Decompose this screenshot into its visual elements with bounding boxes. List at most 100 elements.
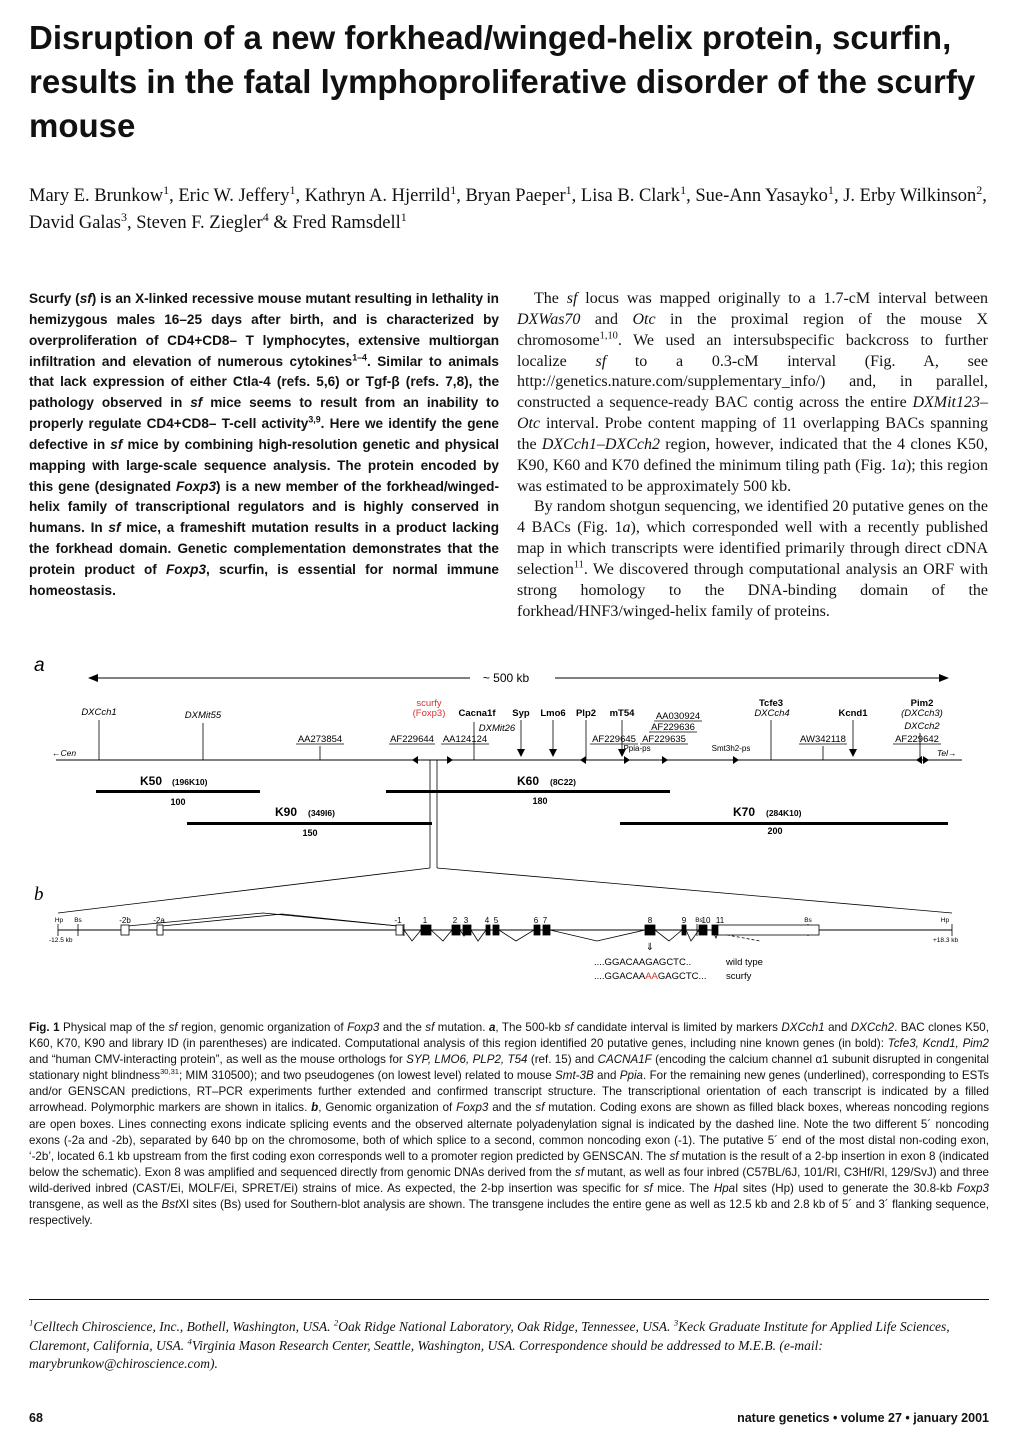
marker-ticks — [98, 720, 921, 760]
marker-tcfe3: Tcfe3 — [759, 698, 783, 709]
bac-k70-bar — [620, 822, 948, 825]
site-bs-3: Bs — [804, 917, 812, 924]
bac-k70-name: K70 — [733, 805, 755, 819]
exon-label-7: 7 — [543, 916, 548, 925]
marker-dxmit55: DXMit55 — [185, 710, 222, 721]
marker-underlines — [296, 720, 941, 745]
affiliations: 1Celltech Chiroscience, Inc., Bothell, W… — [29, 1317, 950, 1371]
exon-label-4: 4 — [485, 916, 490, 925]
journal-info: nature genetics • volume 27 • january 20… — [737, 1411, 989, 1425]
scale-label: ~ 500 kb — [483, 671, 530, 685]
marker-af229635: AF229635 — [642, 734, 686, 745]
splice-lines — [127, 912, 720, 942]
bac-k90-size: 150 — [302, 828, 317, 838]
footnote-rule — [29, 1299, 989, 1300]
author-name: J. Erby Wilkinson — [843, 186, 977, 206]
exon-label-11: 11 — [716, 916, 725, 925]
exon-7 — [542, 924, 551, 936]
bac-k50-lib: (196K10) — [172, 777, 208, 787]
marker-mt54: mT54 — [610, 708, 636, 719]
left-flank-label: -12.5 kb — [49, 937, 73, 944]
marker-ppia-ps: Ppia-ps — [623, 744, 650, 753]
abstract: Scurfy (sf) is an X-linked recessive mou… — [29, 291, 500, 598]
author-name: Mary E. Brunkow — [29, 186, 164, 206]
marker-plp2: Plp2 — [576, 708, 596, 719]
bac-k60-name: K60 — [517, 774, 539, 788]
marker-aa124124: AA124124 — [443, 734, 487, 745]
bac-k50-bar — [96, 790, 260, 793]
figure-caption: Fig. 1 Physical map of the sf region, ge… — [29, 1021, 989, 1228]
bac-k50-size: 100 — [170, 797, 185, 807]
exon-label-9: 9 — [682, 916, 687, 925]
marker-cacna1f: Cacna1f — [459, 708, 497, 719]
scale-arrow — [88, 674, 949, 682]
marker-smt3h2-ps: Smt3h2-ps — [712, 744, 751, 753]
mutation-arrow: ⇓ — [646, 942, 654, 953]
bac-k90-name: K90 — [275, 805, 297, 819]
exon-label-8: 8 — [648, 916, 653, 925]
site-bs-2: Bs — [695, 917, 703, 924]
marker-dxcch2: DXCch2 — [904, 721, 940, 732]
bac-clones — [96, 790, 948, 825]
marker-aa030924: AA030924 — [656, 711, 700, 722]
exon-8 — [644, 924, 656, 936]
exon-9 — [681, 924, 687, 936]
exon-2 — [451, 924, 461, 936]
exon-minus2b — [120, 924, 130, 936]
exon-label-minus2b: -2b — [119, 916, 131, 925]
author-name: Bryan Paeper — [465, 186, 566, 206]
body-text: The sf locus was mapped originally to a … — [517, 289, 988, 623]
exon-label-minus2a: -2a — [153, 916, 165, 925]
label-scurfy: scurfy — [726, 971, 752, 982]
author-name: Lisa B. Clark — [580, 186, 681, 206]
marker-dxmit26: DXMit26 — [479, 723, 516, 734]
foxp3-zoom — [57, 760, 953, 914]
bac-k60-size: 180 — [532, 796, 547, 806]
marker-af229645: AF229645 — [592, 734, 636, 745]
author-name: Eric W. Jeffery — [178, 186, 290, 206]
bac-k60-bar — [386, 790, 670, 793]
bac-k50-name: K50 — [140, 774, 162, 788]
sequence-scurfy: ....GGACAAAAGAGCTC... — [594, 971, 706, 982]
site-hp-left: Hp — [55, 917, 64, 924]
exon-11-utr — [717, 924, 820, 936]
exon-label-10: 10 — [702, 916, 711, 925]
right-flank-label: +18.3 kb — [933, 937, 959, 944]
transcript-arrowheads — [412, 749, 929, 764]
author-name: Steven F. Ziegler — [136, 213, 263, 233]
bac-k70-lib: (284K10) — [766, 808, 802, 818]
marker-af229642: AF229642 — [895, 734, 939, 745]
author-name: Sue-Ann Yasayko — [695, 186, 828, 206]
exon-label-6: 6 — [534, 916, 539, 925]
marker-dxcch4: DXCch4 — [754, 708, 789, 719]
panel-a-label: a — [34, 655, 45, 676]
figure-1: a ~ 500 kb ←Cen Tel→ DXCch1 DXMit55 AA27… — [34, 655, 962, 982]
exon-5 — [492, 924, 500, 936]
exon-11-coding — [711, 924, 719, 936]
marker-af229644: AF229644 — [390, 734, 434, 745]
site-bs-1: Bs — [74, 917, 82, 924]
marker-aa273854: AA273854 — [298, 734, 342, 745]
site-hp-right: Hp — [941, 917, 950, 924]
page-number: 68 — [29, 1411, 43, 1425]
marker-dxcch3: (DXCch3) — [901, 708, 943, 719]
bac-k70-size: 200 — [767, 826, 782, 836]
panel-b-label: b — [34, 884, 44, 905]
bac-k60-lib: (8C22) — [550, 777, 576, 787]
exon-minus2a — [156, 924, 164, 936]
exon-label-2: 2 — [453, 916, 458, 925]
marker-foxp3: (Foxp3) — [413, 708, 446, 719]
exon-label-3: 3 — [464, 916, 469, 925]
exon-4 — [485, 924, 491, 936]
exon-3 — [462, 924, 472, 936]
exon-1 — [420, 924, 432, 936]
body-paragraph-1: The sf locus was mapped originally to a … — [517, 290, 989, 495]
cen-label: ←Cen — [52, 748, 76, 758]
exon-10 — [698, 924, 708, 936]
exon-label-1: 1 — [423, 916, 428, 925]
marker-kcnd1: Kcnd1 — [838, 708, 868, 719]
exons — [120, 924, 820, 936]
marker-scurfy: scurfy — [416, 698, 442, 709]
marker-af229636: AF229636 — [651, 722, 695, 733]
exon-6 — [533, 924, 541, 936]
